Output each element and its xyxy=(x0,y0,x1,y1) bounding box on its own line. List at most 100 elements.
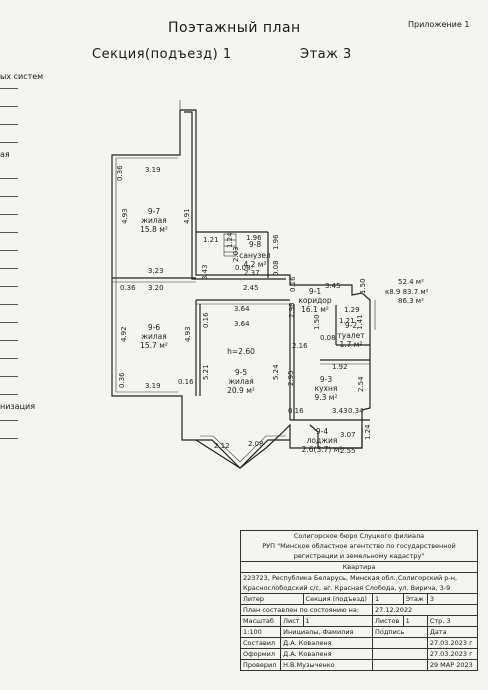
bay-window xyxy=(196,439,290,469)
page-label-text: Стр. xyxy=(429,617,445,625)
section-value: 1 xyxy=(372,593,404,605)
margin-line xyxy=(0,268,18,269)
total-area-3: 86.3 м² xyxy=(398,297,424,305)
dim-label: 3.45 xyxy=(325,282,341,290)
margin-line xyxy=(0,88,18,89)
dim-label: 2.98 xyxy=(288,302,296,318)
margin-line xyxy=(0,340,18,341)
dim-label: 1.41 xyxy=(356,314,364,330)
dim-label: 3.23 xyxy=(148,267,164,275)
sheet-value: 1 xyxy=(302,615,374,627)
floor-label: Этаж 3 xyxy=(300,47,352,62)
outer-wall-line xyxy=(115,158,178,393)
dim-label: 1.21 xyxy=(339,317,355,325)
dim-label: 2.08 xyxy=(248,440,264,448)
room-type-9-5: жилая xyxy=(228,377,254,386)
sheet-label: Лист xyxy=(280,615,304,627)
margin-text-3: низация xyxy=(0,402,36,411)
dim-label: 1.50 xyxy=(313,314,321,330)
room-area-9-7: 15.8 м² xyxy=(140,225,168,234)
dim-label: 0.36 xyxy=(120,284,136,292)
stair-block xyxy=(223,233,237,257)
floor-value: 3 xyxy=(426,593,479,605)
room-type-9-6: жилая xyxy=(141,332,167,341)
margin-line xyxy=(0,232,18,233)
dim-label: 0.36 xyxy=(116,165,124,181)
margin-line xyxy=(0,304,18,305)
outer-wall-inner xyxy=(184,111,286,280)
col-date: Дата xyxy=(426,626,479,638)
org-line-1: Солигорское бюро Слуцкого филиала xyxy=(240,530,478,541)
margin-line xyxy=(0,376,18,377)
appendix-label: Приложение 1 xyxy=(408,20,470,29)
room-area-9-1: 16.1 м² xyxy=(301,305,329,314)
margin-line xyxy=(0,358,18,359)
dim-label: 1.50 xyxy=(359,278,367,294)
total-area-1: 52.4 м² xyxy=(398,278,424,286)
dim-label: 0.36 xyxy=(118,372,126,388)
room-id-9-6: 9-6 xyxy=(148,323,160,332)
dim-label: 2.12 xyxy=(214,442,230,450)
dim-label: 1.21 xyxy=(203,236,219,244)
room-id-9-5: 9-5 xyxy=(235,368,247,377)
room-area-9-3: 9.3 м² xyxy=(315,393,338,402)
margin-line xyxy=(0,178,18,179)
date-formatted: 27.03.2023 г xyxy=(426,648,479,660)
dim-label: 3.64 xyxy=(234,320,250,328)
margin-line xyxy=(0,196,18,197)
room-area-9-8: 4.2 м² xyxy=(244,260,267,269)
name-formatted: Д.А. Коваленя xyxy=(280,648,373,660)
signature-cell xyxy=(372,637,428,649)
title-block: Солигорское бюро Слуцкого филиала РУП "М… xyxy=(239,530,479,671)
dim-label: 3.64 xyxy=(234,305,250,313)
margin-line xyxy=(0,438,18,439)
dim-label: 1.29 xyxy=(344,306,360,314)
role-checked: Проверил xyxy=(239,659,282,671)
room-id-9-7: 9-7 xyxy=(148,207,160,216)
scale-label: Масштаб xyxy=(239,615,282,627)
dim-label: 2.16 xyxy=(292,342,308,350)
plan-date-label: План составлен по состоянию на: xyxy=(240,604,373,616)
dim-label: 2.55 xyxy=(340,447,356,455)
signature-cell xyxy=(372,648,428,660)
room-id-9-3: 9-3 xyxy=(320,375,332,384)
margin-line xyxy=(0,286,18,287)
dim-label: 0.16 xyxy=(202,312,210,328)
role-formatted: Оформил xyxy=(239,648,282,660)
dim-label: 2.45 xyxy=(243,284,259,292)
room-id-9-8: 9-8 xyxy=(249,240,261,249)
margin-line xyxy=(0,420,18,421)
floor-label-stamp: Этаж xyxy=(402,593,428,605)
dim-label: 4.93 xyxy=(121,208,129,224)
room-id-9-1: 9-1 xyxy=(309,287,321,296)
room-type-9-1: коридор xyxy=(298,296,332,305)
dim-label: 0.16 xyxy=(289,276,297,292)
dim-label: 3.43 xyxy=(201,264,209,280)
sheets-label: Листов xyxy=(372,615,404,627)
margin-line xyxy=(0,142,18,143)
loggia xyxy=(309,424,363,449)
dim-label: 0.34 xyxy=(348,407,364,415)
object-kind: Квартира xyxy=(240,561,478,573)
margin-text-2: ая xyxy=(0,150,10,159)
dim-label: 0.08 xyxy=(235,264,251,272)
room-type-9-2: туалет xyxy=(337,331,365,340)
dim-label: 1.24 xyxy=(226,232,234,248)
height-label: h=2.60 xyxy=(227,347,255,356)
room-id-9-2: 9-2 xyxy=(345,321,357,330)
dim-label: 2.37 xyxy=(244,269,260,277)
org-line-3: регистрации и земельному кадастру" xyxy=(240,551,478,562)
dim-label: 2.54 xyxy=(357,376,365,392)
page-label: Стр. 3 xyxy=(426,615,479,627)
address-line-1: 223723, Республика Беларусь, Минская обл… xyxy=(240,572,478,583)
room-area-9-5: 20.9 м² xyxy=(227,386,255,395)
dim-label: 3.07 xyxy=(340,431,356,439)
dim-label: 1.92 xyxy=(332,363,348,371)
dim-label: 3.19 xyxy=(145,382,161,390)
dim-label: 0.16 xyxy=(288,407,304,415)
dim-label: 1.96 xyxy=(246,234,262,242)
dim-label: 1.96 xyxy=(272,234,280,250)
dim-label: 5.24 xyxy=(272,364,280,380)
margin-line xyxy=(0,250,18,251)
room-area-9-4: 2.6(3.7) м² xyxy=(302,445,343,454)
